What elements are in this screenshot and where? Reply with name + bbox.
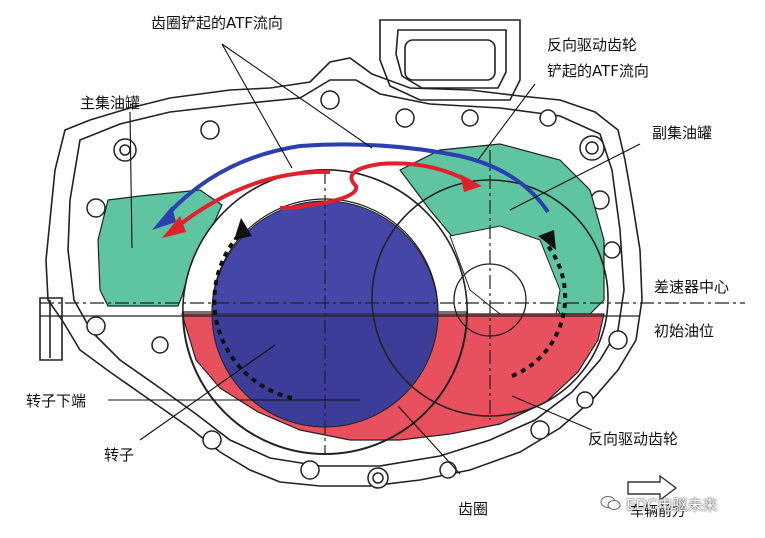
rotor-bottom-label: 转子下端 (26, 392, 87, 410)
bolt-holes (86, 90, 628, 489)
housing-outline (39, 19, 643, 487)
vehicle-front-arrow (627, 474, 678, 502)
red-flow-arrow (176, 161, 471, 228)
rotor-label: 转子 (104, 446, 135, 464)
watermark-text: EDC电驱未来 (626, 496, 718, 514)
main-tank-label: 主集油罐 (80, 94, 141, 112)
rotation-arrows (212, 234, 568, 400)
red-flow-arrowhead-right (460, 174, 482, 192)
gear-rotation-arrowhead (538, 230, 556, 250)
wechat-icon (600, 496, 621, 510)
red-flow-arrowhead-left (162, 216, 186, 238)
sub-tank-label: 副集油罐 (652, 124, 713, 142)
sub-tank-white-gap (449, 225, 561, 315)
leader-lines (108, 43, 641, 475)
vehicle-front-label: 车辆前方 (630, 504, 686, 520)
reverse-drive-gear-label: 反向驱动齿轮 (588, 430, 679, 448)
ring-gear-label: 齿圈 (458, 500, 489, 518)
center-lines (40, 150, 745, 455)
ring-gear-atf-flow-label: 齿圈铲起的ATF流向 (151, 14, 283, 32)
rotor-rotation-arrowhead (234, 218, 252, 240)
reverse-gear-label-line1: 反向驱动齿轮 (547, 36, 638, 54)
initial-oil-level-label: 初始油位 (654, 322, 715, 340)
blue-flow-arrowhead (152, 206, 176, 230)
reverse-gear-atf-flow-label: 铲起的ATF流向 (547, 62, 649, 80)
ring-gear-upper-white (182, 169, 468, 313)
diff-center-label: 差速器中心 (654, 278, 730, 296)
